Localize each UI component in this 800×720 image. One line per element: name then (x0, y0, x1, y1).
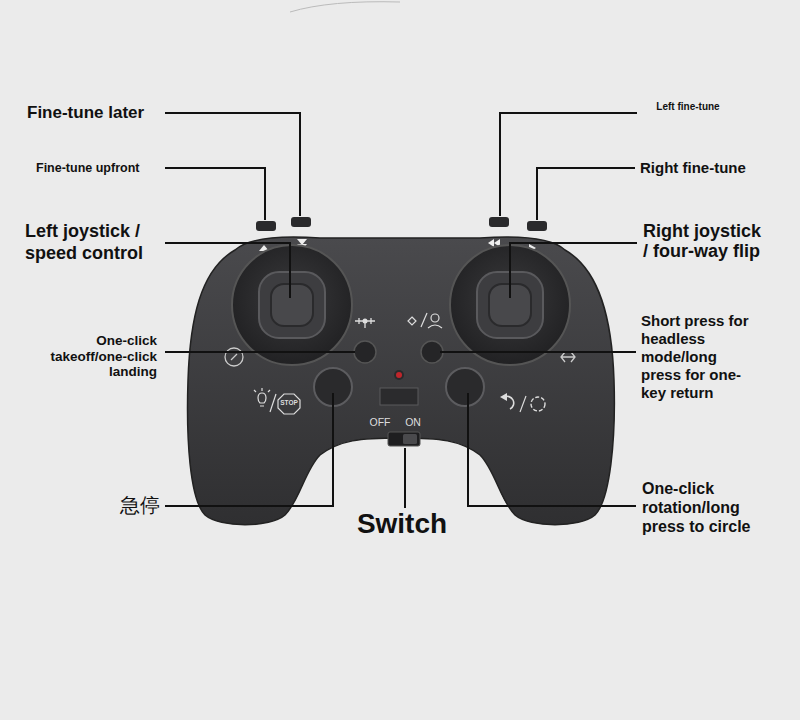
callout-label: Fine-tune later (27, 103, 163, 123)
controller-body (188, 237, 615, 525)
leader-line (404, 448, 406, 508)
icon-text: STOP (279, 400, 299, 407)
joystick-cap (259, 272, 325, 338)
leader-line (500, 113, 637, 216)
shoulder-button (489, 217, 509, 227)
callout-label: Right joystick / four-way flip (643, 222, 771, 262)
switch-slider (403, 434, 417, 444)
divider-slash (270, 394, 276, 412)
return-icon (428, 325, 442, 328)
callout-label: Fine-tune upfront (36, 161, 164, 175)
side-icon (225, 348, 243, 366)
leader-line (165, 393, 333, 506)
stop-octagon (278, 394, 300, 414)
leader-line (165, 168, 265, 220)
callout-label: 急停 (104, 494, 160, 516)
leader-line (510, 243, 637, 298)
led-socket (394, 370, 404, 380)
side-icon (231, 354, 237, 360)
drone-icon (355, 318, 375, 328)
headless-button (421, 341, 443, 363)
leader-lines (165, 113, 637, 508)
light-icon (258, 393, 266, 403)
return-icon (431, 314, 439, 322)
shoulder-button (291, 217, 311, 227)
side-icon (561, 352, 575, 362)
display-window (380, 388, 418, 405)
rotation-icon (500, 393, 507, 401)
edge-trace (290, 2, 400, 12)
power-switch (388, 432, 420, 446)
compass-icon (408, 317, 416, 325)
light-icon (254, 388, 270, 406)
leader-line (468, 393, 636, 506)
shoulder-button (527, 221, 547, 231)
shoulder-button (256, 221, 276, 231)
drone-icon (363, 319, 368, 324)
leader-line (537, 168, 635, 220)
switch-position: OFF (368, 417, 392, 428)
callout-label: Left fine-tune (652, 101, 724, 112)
callout-label: Short press for headless mode/long press… (641, 312, 755, 402)
callout-label: Switch (340, 509, 464, 540)
takeoff-button (354, 341, 376, 363)
callout-label: Right fine-tune (640, 159, 790, 176)
leader-line (165, 243, 290, 298)
left-arrow-icon (488, 239, 494, 247)
callout-label: One-click takeoff/one-click landing (39, 333, 157, 380)
power-led (396, 372, 402, 378)
callout-label: One-click rotation/long press to circle (642, 480, 772, 537)
callout-label: Left joystick / speed control (25, 221, 170, 264)
divider-slash (520, 396, 526, 412)
leader-line (165, 351, 355, 353)
leader-line (165, 113, 300, 216)
joystick-well (232, 245, 352, 365)
joystick-cap (271, 284, 313, 326)
switch-position: ON (402, 417, 424, 428)
leader-line (440, 351, 636, 353)
compass-icon (421, 313, 427, 327)
rotation-button (446, 368, 484, 406)
circle-icon (531, 397, 545, 411)
